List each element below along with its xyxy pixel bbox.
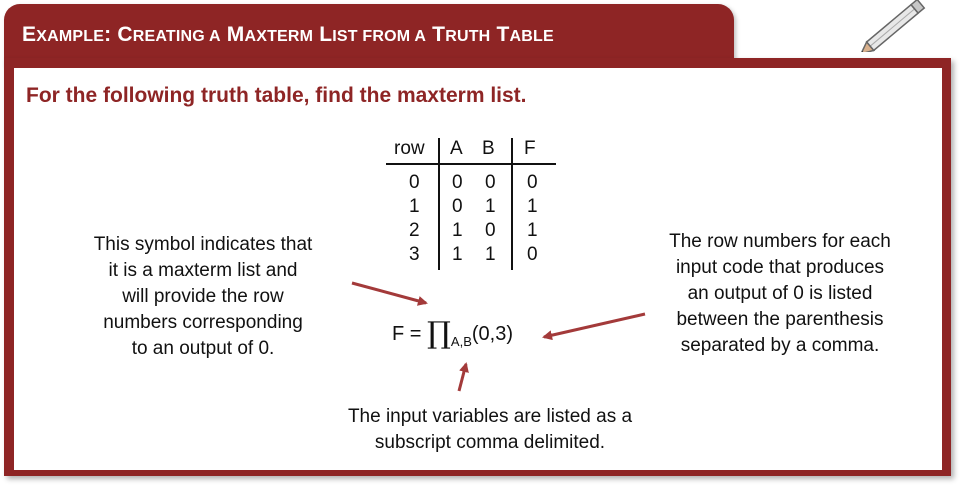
header-a: A xyxy=(450,138,463,159)
row-f: 0 xyxy=(527,244,538,265)
header-b: B xyxy=(482,138,495,159)
truth-table: row A B F 0 0 0 0 1 0 1 1 2 1 0 1 3 1 1 … xyxy=(386,138,566,278)
row-index: 1 xyxy=(409,196,420,217)
example-title: EXAMPLE: CREATING A MAXTERM LIST FROM A … xyxy=(22,23,554,46)
pencil-icon xyxy=(859,0,926,52)
header-row: row xyxy=(394,138,425,159)
row-index: 0 xyxy=(409,172,420,193)
bottom-annotation: The input variables are listed as a subs… xyxy=(347,406,633,453)
bottom-arrow xyxy=(457,362,469,392)
right-arrow xyxy=(542,312,646,341)
question-prompt: For the following truth table, find the … xyxy=(26,84,527,107)
maxterm-formula: F = ∏A,B(0,3) xyxy=(392,313,513,351)
output-divider xyxy=(511,138,513,270)
title-tab: EXAMPLE: CREATING A MAXTERM LIST FROM A … xyxy=(4,4,734,66)
row-index: 2 xyxy=(409,220,420,241)
row-b: 0 xyxy=(485,172,496,193)
row-index: 3 xyxy=(409,244,420,265)
row-b: 1 xyxy=(485,196,496,217)
left-annotation: This symbol indicates that it is a maxte… xyxy=(93,234,313,359)
row-a: 1 xyxy=(452,244,463,265)
product-symbol: ∏ xyxy=(427,316,451,351)
formula-args: (0,3) xyxy=(471,323,513,345)
row-divider xyxy=(438,138,440,270)
row-b: 1 xyxy=(485,244,496,265)
formula-subscript: A,B xyxy=(450,334,472,349)
row-a: 0 xyxy=(452,172,463,193)
row-a: 1 xyxy=(452,220,463,241)
row-f: 1 xyxy=(527,196,538,217)
right-annotation: The row numbers for each input code that… xyxy=(669,231,891,356)
formula-lhs: F = xyxy=(392,323,422,345)
row-f: 0 xyxy=(527,172,538,193)
left-arrow xyxy=(351,281,428,306)
row-a: 0 xyxy=(452,196,463,217)
content-panel xyxy=(14,68,942,470)
header-f: F xyxy=(524,138,536,159)
header-rule xyxy=(386,163,556,165)
row-b: 0 xyxy=(485,220,496,241)
row-f: 1 xyxy=(527,220,538,241)
